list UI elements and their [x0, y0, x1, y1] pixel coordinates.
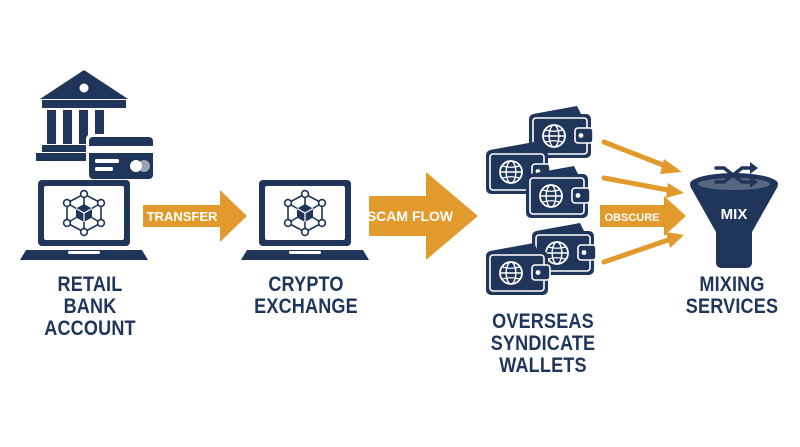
crypto-exchange-line2: EXCHANGE	[254, 295, 358, 318]
laptop-blockchain-icon	[241, 180, 369, 260]
obscure-arrow: OBSCURE	[600, 196, 686, 236]
bank-icon	[36, 70, 132, 161]
retail-bank-caption: RETAIL BANK ACCOUNT	[30, 274, 150, 340]
wallet-globe-icon	[525, 165, 591, 219]
obscure-arrows	[601, 139, 671, 265]
funnel-icon: MIX	[690, 173, 778, 268]
mixing-services-line1: MIXING	[699, 273, 765, 296]
scam-flow-arrow: SCAM FLOW	[367, 172, 478, 260]
obscure-label: OBSCURE	[604, 212, 659, 224]
retail-bank-line1: RETAIL BANK	[57, 273, 123, 318]
laptop-blockchain-icon	[20, 180, 148, 260]
wallet-cluster	[485, 105, 597, 296]
credit-card-icon	[86, 134, 156, 182]
obscure-arrowheads	[660, 159, 684, 248]
overseas-wallets-caption: OVERSEAS SYNDICATE WALLETS	[479, 311, 608, 377]
shuffle-arrowheads	[750, 162, 758, 188]
transfer-label: TRANSFER	[147, 209, 218, 224]
crypto-exchange-line1: CRYPTO	[268, 273, 344, 296]
funnel-label: MIX	[721, 206, 748, 223]
overseas-wallets-line3: WALLETS	[499, 354, 587, 377]
retail-bank-line2: ACCOUNT	[44, 317, 136, 340]
overseas-wallets-line2: SYNDICATE	[490, 332, 596, 355]
mixing-services-line2: SERVICES	[685, 295, 779, 318]
crypto-exchange-caption: CRYPTO EXCHANGE	[248, 274, 363, 318]
scam-flow-label: SCAM FLOW	[367, 208, 454, 224]
transfer-arrow: TRANSFER	[143, 190, 247, 242]
mixing-services-caption: MIXING SERVICES	[674, 274, 791, 318]
shuffle-icon	[714, 166, 754, 184]
overseas-wallets-line1: OVERSEAS	[492, 310, 594, 333]
